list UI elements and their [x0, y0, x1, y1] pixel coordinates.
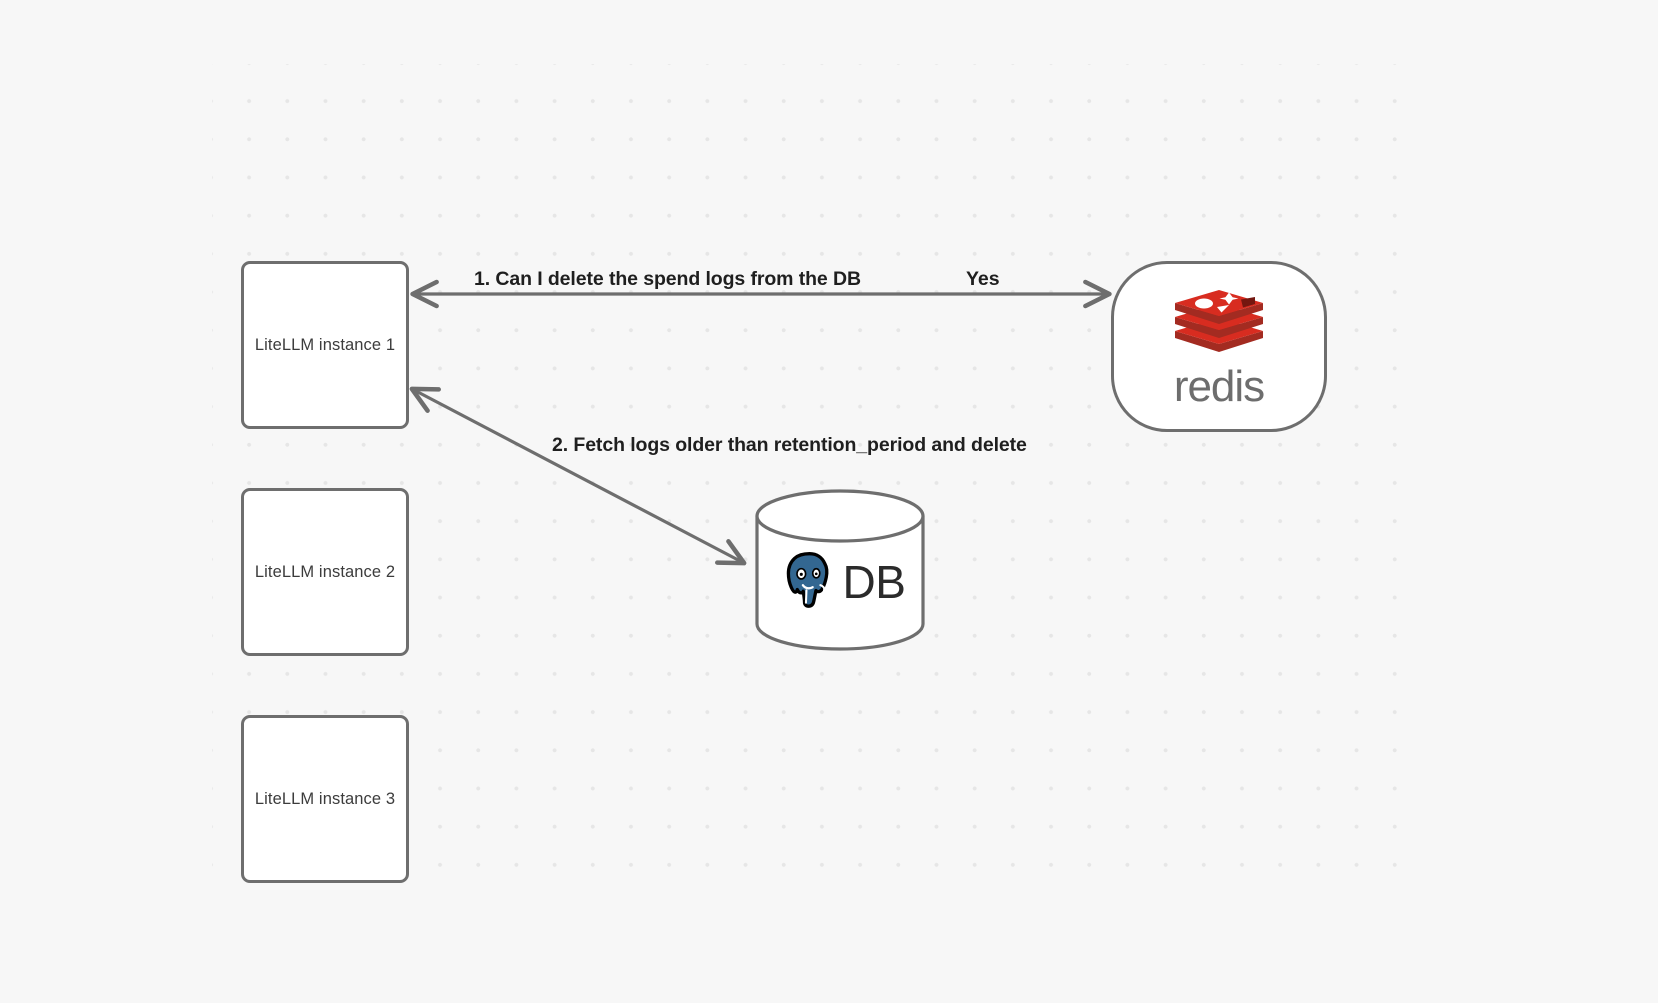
- database-label: DB: [842, 556, 906, 608]
- node-litellm-instance-2[interactable]: LiteLLM instance 2: [241, 488, 409, 656]
- node-litellm-instance-1-label: LiteLLM instance 1: [254, 335, 396, 354]
- edge-label-step2: 2. Fetch logs older than retention_perio…: [552, 434, 1027, 456]
- redis-stack-icon: [1171, 284, 1267, 363]
- node-database[interactable]: DB: [754, 489, 926, 651]
- node-litellm-instance-3[interactable]: LiteLLM instance 3: [241, 715, 409, 883]
- edge-litellm1-db: [409, 386, 747, 566]
- node-litellm-instance-2-label: LiteLLM instance 2: [254, 562, 396, 581]
- redis-wordmark: redis: [1173, 362, 1265, 411]
- node-litellm-instance-3-label: LiteLLM instance 3: [254, 789, 396, 808]
- edge-label-step1-reply: Yes: [966, 268, 1000, 290]
- postgresql-elephant-icon: [775, 547, 841, 618]
- database-cylinder-shape: [755, 489, 925, 651]
- node-redis[interactable]: redis: [1111, 261, 1327, 432]
- node-litellm-instance-1[interactable]: LiteLLM instance 1: [241, 261, 409, 429]
- edge-label-step1: 1. Can I delete the spend logs from the …: [474, 268, 861, 290]
